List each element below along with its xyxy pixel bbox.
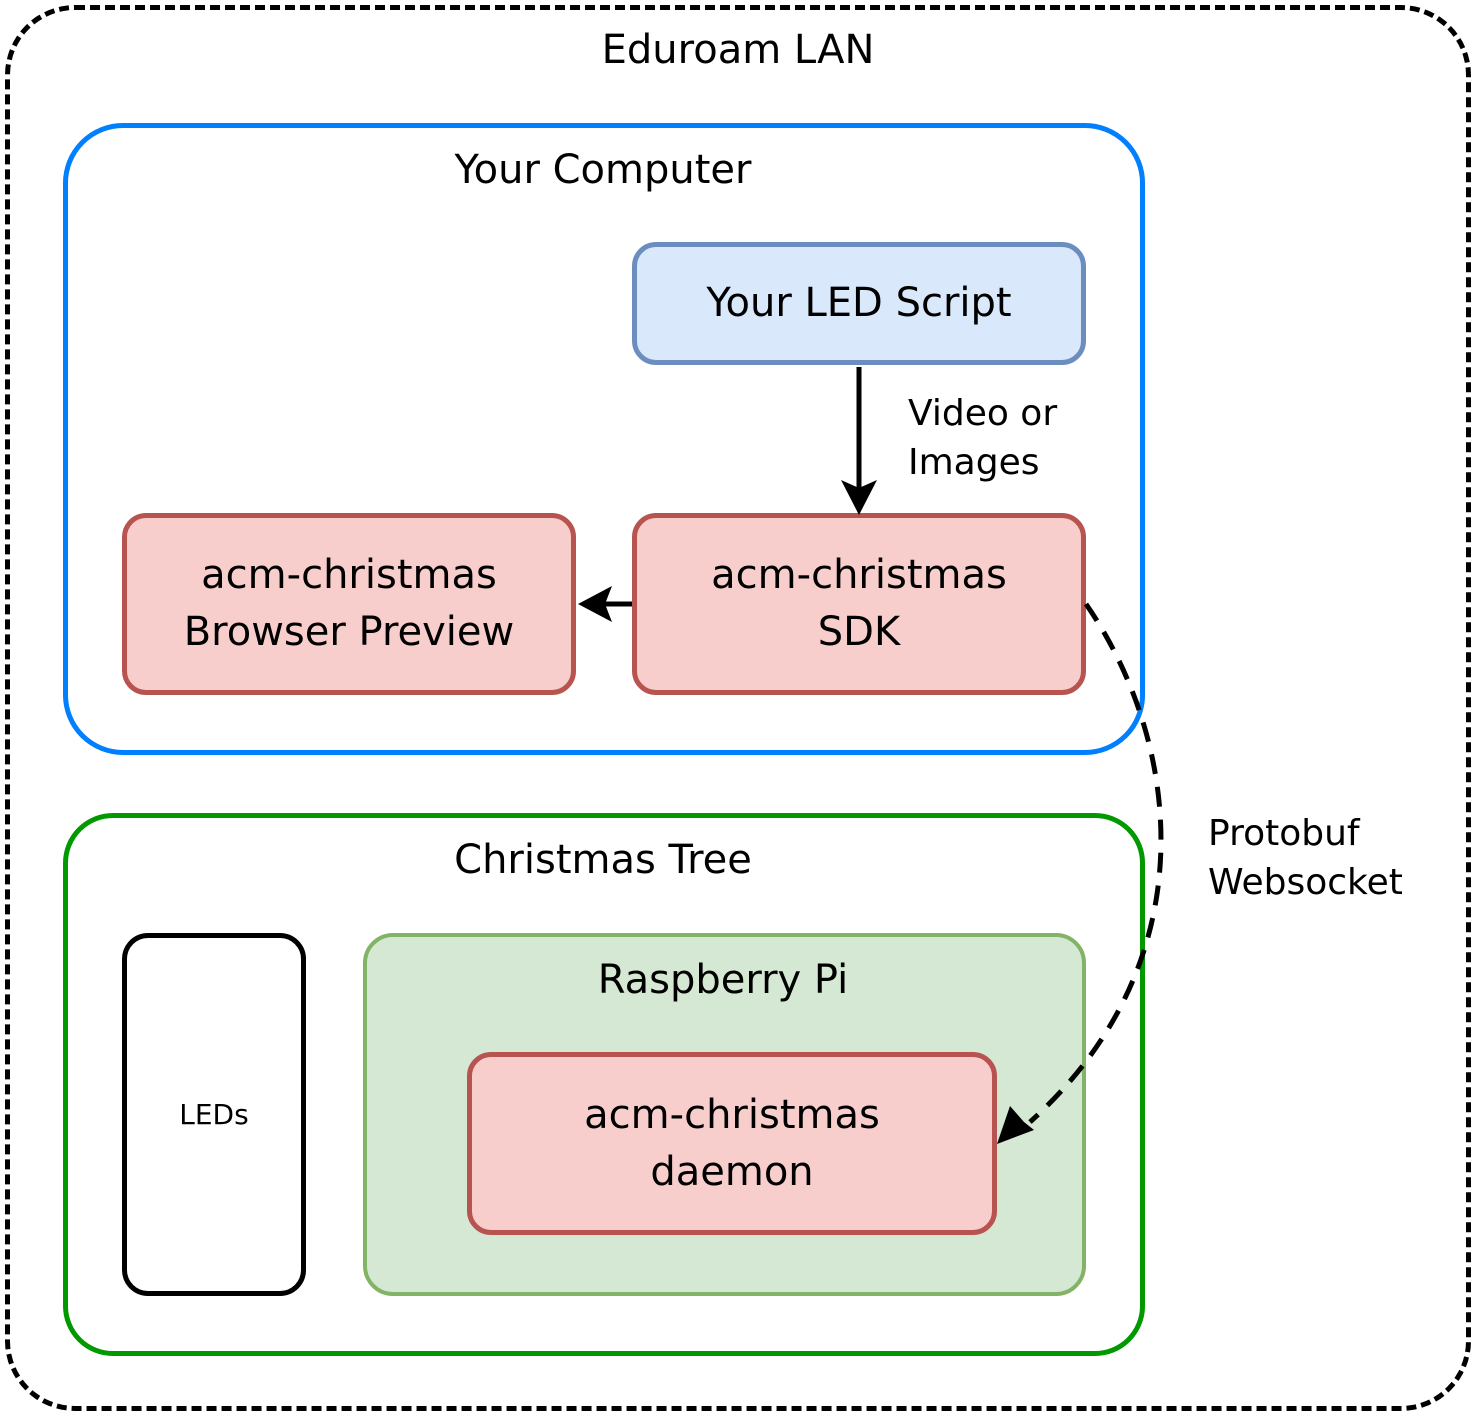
browser-preview-node: acm-christmas Browser Preview [122, 513, 576, 695]
script-to-sdk-edge-label: Video or Images [908, 390, 1057, 487]
your-computer-group [63, 123, 1145, 755]
christmas-tree-title: Christmas Tree [454, 837, 752, 883]
sdk-to-daemon-edge-label: Protobuf Websocket [1208, 810, 1403, 907]
leds-label: LEDs [179, 1097, 249, 1131]
sdk-label-line-1: acm-christmas [711, 552, 1007, 599]
daemon-label-line-2: daemon [650, 1148, 814, 1195]
eduroam-lan-title: Eduroam LAN [601, 27, 875, 73]
led-script-node: Your LED Script [632, 242, 1086, 365]
script-to-sdk-edge-label-line-1: Video or [908, 393, 1058, 434]
leds-node: LEDs [122, 933, 306, 1296]
daemon-node: acm-christmas daemon [467, 1052, 997, 1235]
your-computer-title: Your Computer [454, 147, 752, 193]
script-to-sdk-edge-label-line-2: Images [908, 441, 1040, 483]
daemon-label-line-1: acm-christmas [584, 1091, 880, 1138]
sdk-label-line-2: SDK [817, 609, 901, 655]
sdk-to-daemon-edge-label-line-2: Websocket [1208, 861, 1403, 903]
browser-preview-label-line-2: Browser Preview [183, 609, 515, 655]
sdk-to-daemon-edge-label-line-1: Protobuf [1208, 813, 1360, 854]
eduroam-lan-boundary [5, 5, 1471, 1411]
raspberry-pi-title: Raspberry Pi [597, 957, 849, 1003]
led-script-label: Your LED Script [706, 280, 1012, 327]
browser-preview-label-line-1: acm-christmas [201, 552, 497, 599]
sdk-node: acm-christmas SDK [632, 513, 1086, 695]
